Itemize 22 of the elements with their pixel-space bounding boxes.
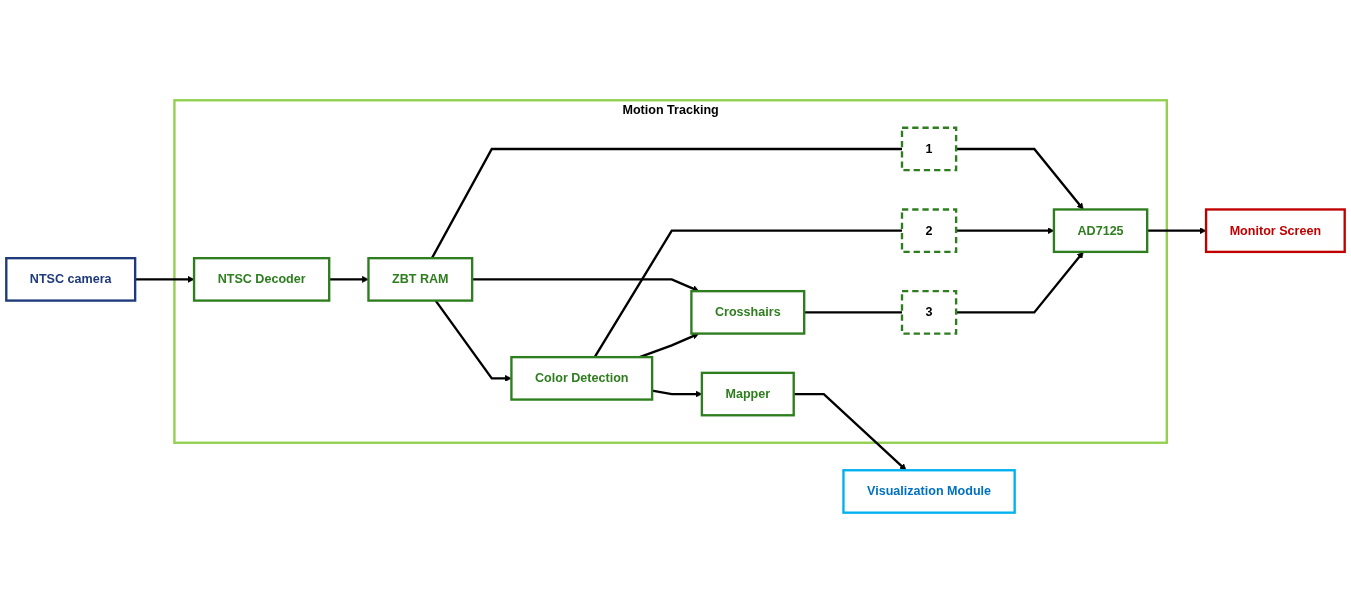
node-box: 3 — [900, 290, 958, 335]
node-box: Crosshairs — [690, 290, 806, 335]
node-box: 1 — [900, 126, 958, 172]
node-box: ZBT RAM — [367, 257, 474, 302]
arrow — [956, 251, 1084, 314]
arrow — [472, 278, 700, 292]
arrow — [956, 147, 1084, 210]
connector — [430, 147, 902, 259]
node-box: 2 — [900, 208, 958, 254]
arrow — [1147, 227, 1207, 235]
connector — [804, 311, 902, 314]
node-box: NTSC camera — [5, 257, 137, 302]
node-box: Monitor Screen — [1204, 208, 1346, 254]
arrow — [135, 275, 195, 283]
node-box: Mapper — [700, 371, 795, 417]
node-box: Visualization Module — [842, 469, 1016, 514]
node-box: Color Detection — [510, 356, 654, 401]
node-box: NTSC Decoder — [192, 257, 331, 302]
arrow — [329, 275, 369, 283]
node-box: AD7125 — [1052, 208, 1149, 254]
connector — [593, 229, 902, 358]
arrow — [793, 392, 907, 471]
